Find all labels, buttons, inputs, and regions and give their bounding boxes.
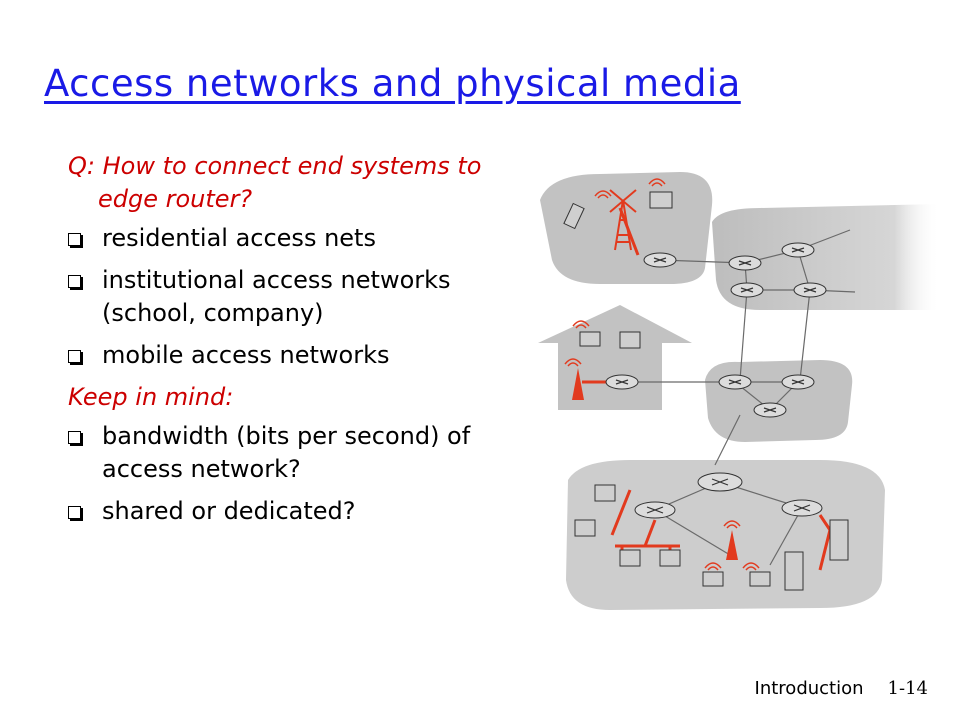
access-point-icon [726,530,738,560]
list-item: shared or dedicated? [68,495,488,528]
wireless-signal-icons [564,178,760,571]
keep-in-mind-heading: Keep in mind: [68,383,234,411]
institution-building [538,305,692,410]
network-diagram [538,172,940,610]
square-bullet-icon [68,275,81,288]
access-point-icon [572,368,584,400]
desktop-icon [619,549,641,567]
slide-content: Q: How to connect end systems to edge ro… [68,150,488,537]
institutional-network-cloud [566,460,885,610]
isp-network-cloud [712,204,940,310]
laptop-icon [649,191,673,209]
desktop-icon [659,549,681,567]
list-item: institutional access networks (school, c… [68,264,488,330]
considerations-list: bandwidth (bits per second) of access ne… [68,420,488,528]
question-text: Q: How to connect end systems to edge ro… [68,152,482,213]
laptop-icon [579,331,601,347]
square-bullet-icon [68,350,81,363]
access-types-list: residential access nets institutional ac… [68,222,488,372]
square-bullet-icon [68,233,81,246]
square-bullet-icon [68,506,81,519]
devices [563,191,849,591]
list-item: bandwidth (bits per second) of access ne… [68,420,488,486]
router-marks [615,247,817,514]
square-bullet-icon [68,431,81,444]
desktop-icon [619,331,641,349]
slide-footer: Introduction 1-14 [755,678,928,699]
server-icon [829,519,849,561]
list-item: residential access nets [68,222,488,255]
cell-tower-icon [609,189,637,251]
desktop-icon [574,519,596,537]
laptop-icon [749,571,771,587]
server-icon [784,551,804,591]
slide-title: Access networks and physical media [44,62,741,105]
phone-icon [563,202,585,230]
desktop-icon [594,484,616,502]
laptop-icon [702,571,724,587]
page-number: 1-14 [887,678,928,699]
list-item: mobile access networks [68,339,488,372]
footer-label: Introduction [754,678,864,699]
